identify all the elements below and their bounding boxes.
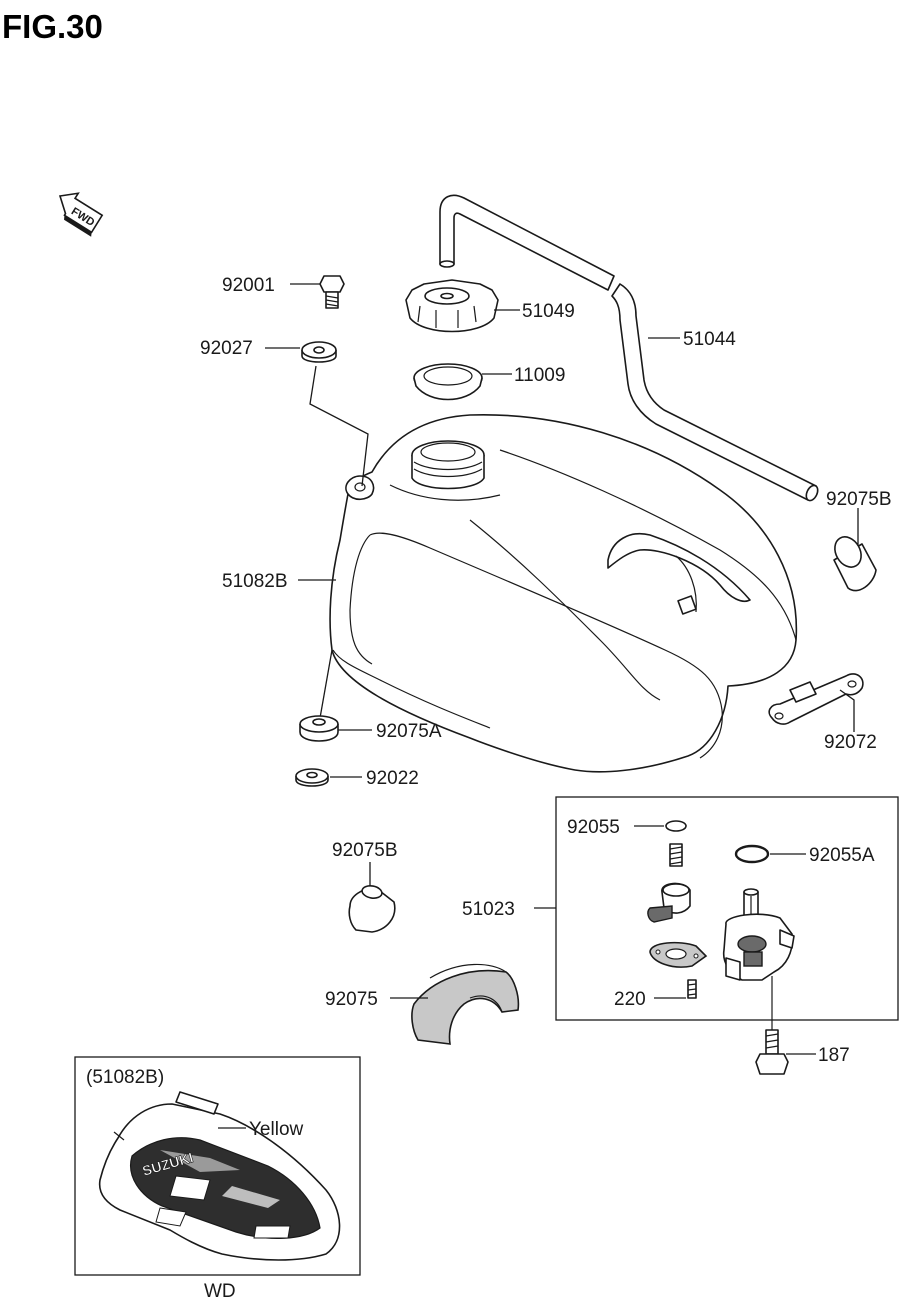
leader-92072 bbox=[839, 689, 855, 732]
inset-caption: WD bbox=[204, 1281, 236, 1302]
label-187: 187 bbox=[818, 1045, 850, 1066]
label-11009: 11009 bbox=[514, 365, 565, 386]
label-220: 220 bbox=[614, 989, 646, 1010]
bolt-92001 bbox=[319, 275, 345, 309]
cushion-92075B-mid bbox=[348, 885, 396, 933]
bolt-187 bbox=[755, 976, 789, 1075]
label-51044: 51044 bbox=[683, 329, 736, 350]
leader-92075A-to-tank bbox=[319, 649, 333, 719]
label-92022: 92022 bbox=[366, 768, 419, 789]
label-51082B: 51082B bbox=[222, 571, 288, 592]
gasket-11009 bbox=[413, 363, 483, 401]
label-51049: 51049 bbox=[522, 301, 575, 322]
o-ring-92055A bbox=[734, 844, 770, 864]
label-92075A: 92075A bbox=[376, 721, 442, 742]
screw-220 bbox=[687, 979, 697, 999]
figure-title: FIG.30 bbox=[2, 8, 103, 45]
cock-gasket bbox=[649, 941, 708, 968]
decal-tank-icon: SUZUKI bbox=[98, 1091, 341, 1261]
spring bbox=[669, 843, 683, 867]
fuel-cap-51049 bbox=[405, 279, 499, 333]
inset-ref-label: (51082B) bbox=[86, 1067, 164, 1088]
lever bbox=[647, 882, 691, 923]
o-ring-92055 bbox=[665, 820, 687, 832]
forward-arrow-icon: FWD bbox=[58, 192, 104, 237]
damper-92027 bbox=[301, 341, 337, 363]
fuel-cock-body bbox=[722, 888, 795, 981]
label-92001: 92001 bbox=[222, 275, 275, 296]
label-92075: 92075 bbox=[325, 989, 378, 1010]
inset-color-label: Yellow bbox=[249, 1119, 304, 1140]
label-51023: 51023 bbox=[462, 899, 515, 920]
bracket-92072 bbox=[768, 673, 864, 725]
label-92055: 92055 bbox=[567, 817, 620, 838]
leader-92027-to-tank bbox=[309, 365, 369, 487]
washer-92022 bbox=[295, 768, 329, 787]
label-92027: 92027 bbox=[200, 338, 253, 359]
label-92075B-top: 92075B bbox=[826, 489, 892, 510]
grommet-92075A bbox=[299, 715, 339, 742]
cushion-92075 bbox=[411, 963, 520, 1045]
label-92055A: 92055A bbox=[809, 845, 875, 866]
fuel-tank bbox=[329, 413, 798, 773]
label-92072: 92072 bbox=[824, 732, 877, 753]
label-92075B-mid: 92075B bbox=[332, 840, 398, 861]
breather-hose bbox=[439, 194, 819, 502]
cushion-92075B-top bbox=[833, 536, 877, 592]
inset-frame bbox=[74, 1056, 361, 1276]
